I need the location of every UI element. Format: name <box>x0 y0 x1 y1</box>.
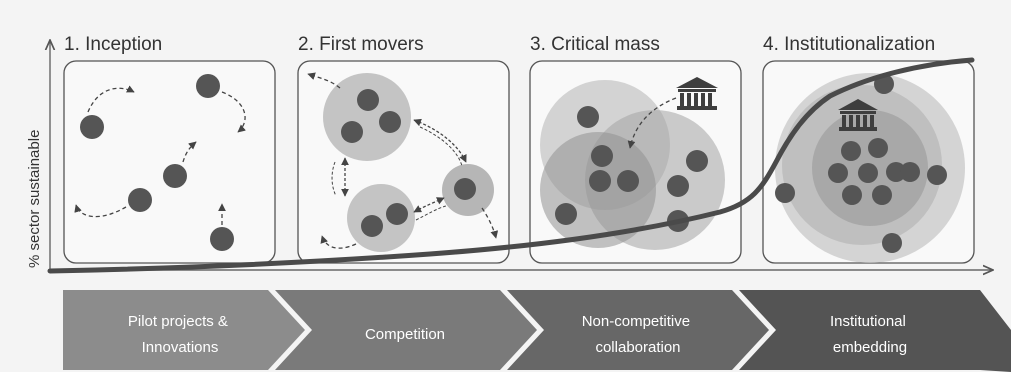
stage-1-panel <box>63 60 276 264</box>
phase-2-label: Competition <box>365 326 445 343</box>
phase-1-line-2: Innovations <box>142 339 219 356</box>
phase-1-line-1: Pilot projects & <box>128 313 228 330</box>
actor-dot-icon <box>886 162 906 182</box>
institution-building-icon <box>838 99 878 131</box>
actor-dot-icon <box>591 145 613 167</box>
actor-dot-icon <box>210 227 234 251</box>
stage-3-panel <box>529 60 742 264</box>
actor-dot-icon <box>828 163 848 183</box>
phase-1-label: Pilot projects & Innovations <box>128 313 232 356</box>
exchange-arrow <box>419 126 463 167</box>
stage-3-title: 3. Critical mass <box>530 34 660 55</box>
y-axis-label: % sector sustainable <box>26 130 43 268</box>
actor-dot-icon <box>868 138 888 158</box>
movement-arrow <box>182 141 197 163</box>
phase-2-line-1: Competition <box>365 326 445 343</box>
actor-dot-icon <box>357 89 379 111</box>
stage-2-panel <box>297 60 510 264</box>
exchange-arrow <box>413 197 445 213</box>
institution-building-icon <box>676 77 718 110</box>
actor-dot-icon <box>927 165 947 185</box>
phase-4-label: Institutional embedding <box>830 313 910 356</box>
phase-3-line-2: collaboration <box>595 339 680 356</box>
stage-4-title: 4. Institutionalization <box>763 34 935 55</box>
stage-1-title: 1. Inception <box>64 34 162 55</box>
actor-dot-icon <box>900 162 920 182</box>
actor-dot-icon <box>341 121 363 143</box>
stage-4-panel <box>762 60 975 264</box>
phase-bar: Pilot projects & Innovations Competition… <box>63 290 1011 372</box>
actor-dot-icon <box>686 150 708 172</box>
movement-arrow <box>87 85 135 113</box>
actor-dot-icon <box>841 141 861 161</box>
phase-3-line-1: Non-competitive <box>582 313 690 330</box>
actor-dot-icon <box>577 106 599 128</box>
movement-arrow <box>307 72 341 89</box>
actor-dot-icon <box>882 233 902 253</box>
actor-dot-icon <box>775 183 795 203</box>
phase-4-line-1: Institutional <box>830 313 906 330</box>
stage-2-title: 2. First movers <box>298 34 424 55</box>
actor-dot-icon <box>163 164 187 188</box>
exchange-arrow <box>331 161 337 197</box>
phase-1-chevron <box>63 290 305 370</box>
phase-4-chevron <box>739 290 1011 372</box>
actor-dot-icon <box>386 203 408 225</box>
phase-3-label: Non-competitive collaboration <box>582 313 695 356</box>
movement-arrow <box>481 207 499 239</box>
actor-dot-icon <box>858 163 878 183</box>
influence-arrow <box>627 97 677 149</box>
actor-dot-icon <box>196 74 220 98</box>
phase-4-line-2: embedding <box>833 339 907 356</box>
exchange-arrow <box>415 205 447 221</box>
actor-dot-icon <box>128 188 152 212</box>
actor-dot-icon <box>842 185 862 205</box>
actor-dot-icon <box>379 111 401 133</box>
actor-dot-icon <box>454 178 476 200</box>
phase-3-chevron <box>507 290 769 370</box>
movement-arrow <box>320 235 357 249</box>
transition-s-curve <box>47 57 975 274</box>
movement-arrow <box>221 91 246 133</box>
stage-1-frame <box>63 60 276 264</box>
exchange-arrow <box>413 118 467 163</box>
actor-cluster <box>347 184 415 252</box>
actor-dot-icon <box>80 115 104 139</box>
actor-dot-icon <box>555 203 577 225</box>
movement-arrow <box>74 204 127 218</box>
actor-dot-icon <box>589 170 611 192</box>
phase-2-chevron <box>275 290 537 370</box>
actor-dot-icon <box>667 175 689 197</box>
actor-dot-icon <box>361 215 383 237</box>
actor-dot-icon <box>617 170 639 192</box>
actor-dot-icon <box>872 185 892 205</box>
